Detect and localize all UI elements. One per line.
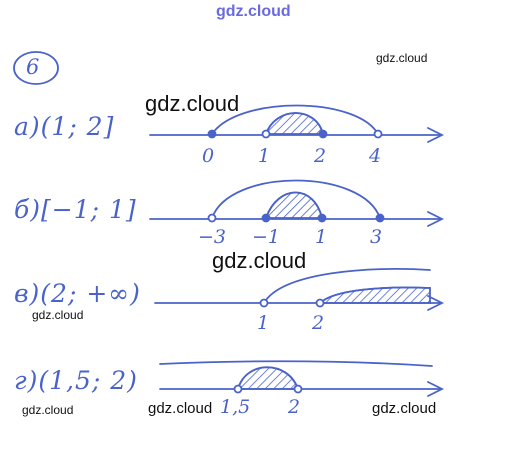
watermark-middle: gdz.cloud xyxy=(212,248,307,273)
point-b-minus3 xyxy=(207,213,217,223)
number-line-d xyxy=(159,360,445,397)
hatched-region-a xyxy=(264,112,325,135)
tick-d-2: 2 xyxy=(288,396,301,418)
point-d-1-5 xyxy=(233,384,243,394)
point-b-3 xyxy=(375,213,385,223)
point-a-0 xyxy=(207,129,217,139)
tick-a-1: 1 xyxy=(258,145,271,167)
watermark-bottom-right: gdz.cloud xyxy=(372,400,437,417)
point-b-minus1 xyxy=(261,213,271,223)
row-label-b: б)[−1; 1] xyxy=(14,195,137,224)
watermark-bottom-left: gdz.cloud xyxy=(22,403,74,417)
tick-b-minus1: −1 xyxy=(252,226,281,248)
watermark-row-a: gdz.cloud xyxy=(145,91,240,116)
tick-d-1-5: 1,5 xyxy=(220,396,251,418)
point-c-2 xyxy=(315,298,325,308)
watermark-left: gdz.cloud xyxy=(32,308,84,322)
tick-c-1: 1 xyxy=(257,312,270,334)
watermark-top: gdz.cloud xyxy=(216,3,291,20)
tick-b-3: 3 xyxy=(370,226,383,248)
point-d-2 xyxy=(293,384,303,394)
tick-b-minus3: −3 xyxy=(198,226,227,248)
number-line-c xyxy=(154,268,445,311)
tick-a-4: 4 xyxy=(369,145,382,167)
ray-d-top xyxy=(159,360,433,367)
point-a-4 xyxy=(373,129,383,139)
watermark-bottom-center: gdz.cloud xyxy=(148,400,213,417)
point-c-1 xyxy=(259,298,269,308)
task-number: 6 xyxy=(26,55,40,79)
tick-a-0: 0 xyxy=(202,145,215,167)
hatched-region-c xyxy=(317,286,431,304)
row-label-a: а)(1; 2] xyxy=(14,112,115,141)
arc-b-large xyxy=(211,179,381,219)
row-label-c: в)(2; +∞) xyxy=(14,279,141,308)
number-line-a xyxy=(149,104,445,143)
tick-b-1: 1 xyxy=(315,226,328,248)
hatched-region-b xyxy=(264,191,324,219)
task-number-circle xyxy=(13,51,59,85)
point-b-1 xyxy=(317,213,327,223)
watermark-top-right: gdz.cloud xyxy=(376,51,428,65)
tick-c-2: 2 xyxy=(312,312,325,334)
point-a-2 xyxy=(318,129,328,139)
ray-c-large xyxy=(263,268,431,304)
row-label-d: г)(1,5; 2) xyxy=(14,366,138,395)
tick-a-2: 2 xyxy=(314,145,327,167)
point-a-1 xyxy=(261,129,271,139)
arc-a-large xyxy=(211,104,379,135)
number-line-b xyxy=(149,179,445,227)
hatched-region-d xyxy=(236,366,300,390)
